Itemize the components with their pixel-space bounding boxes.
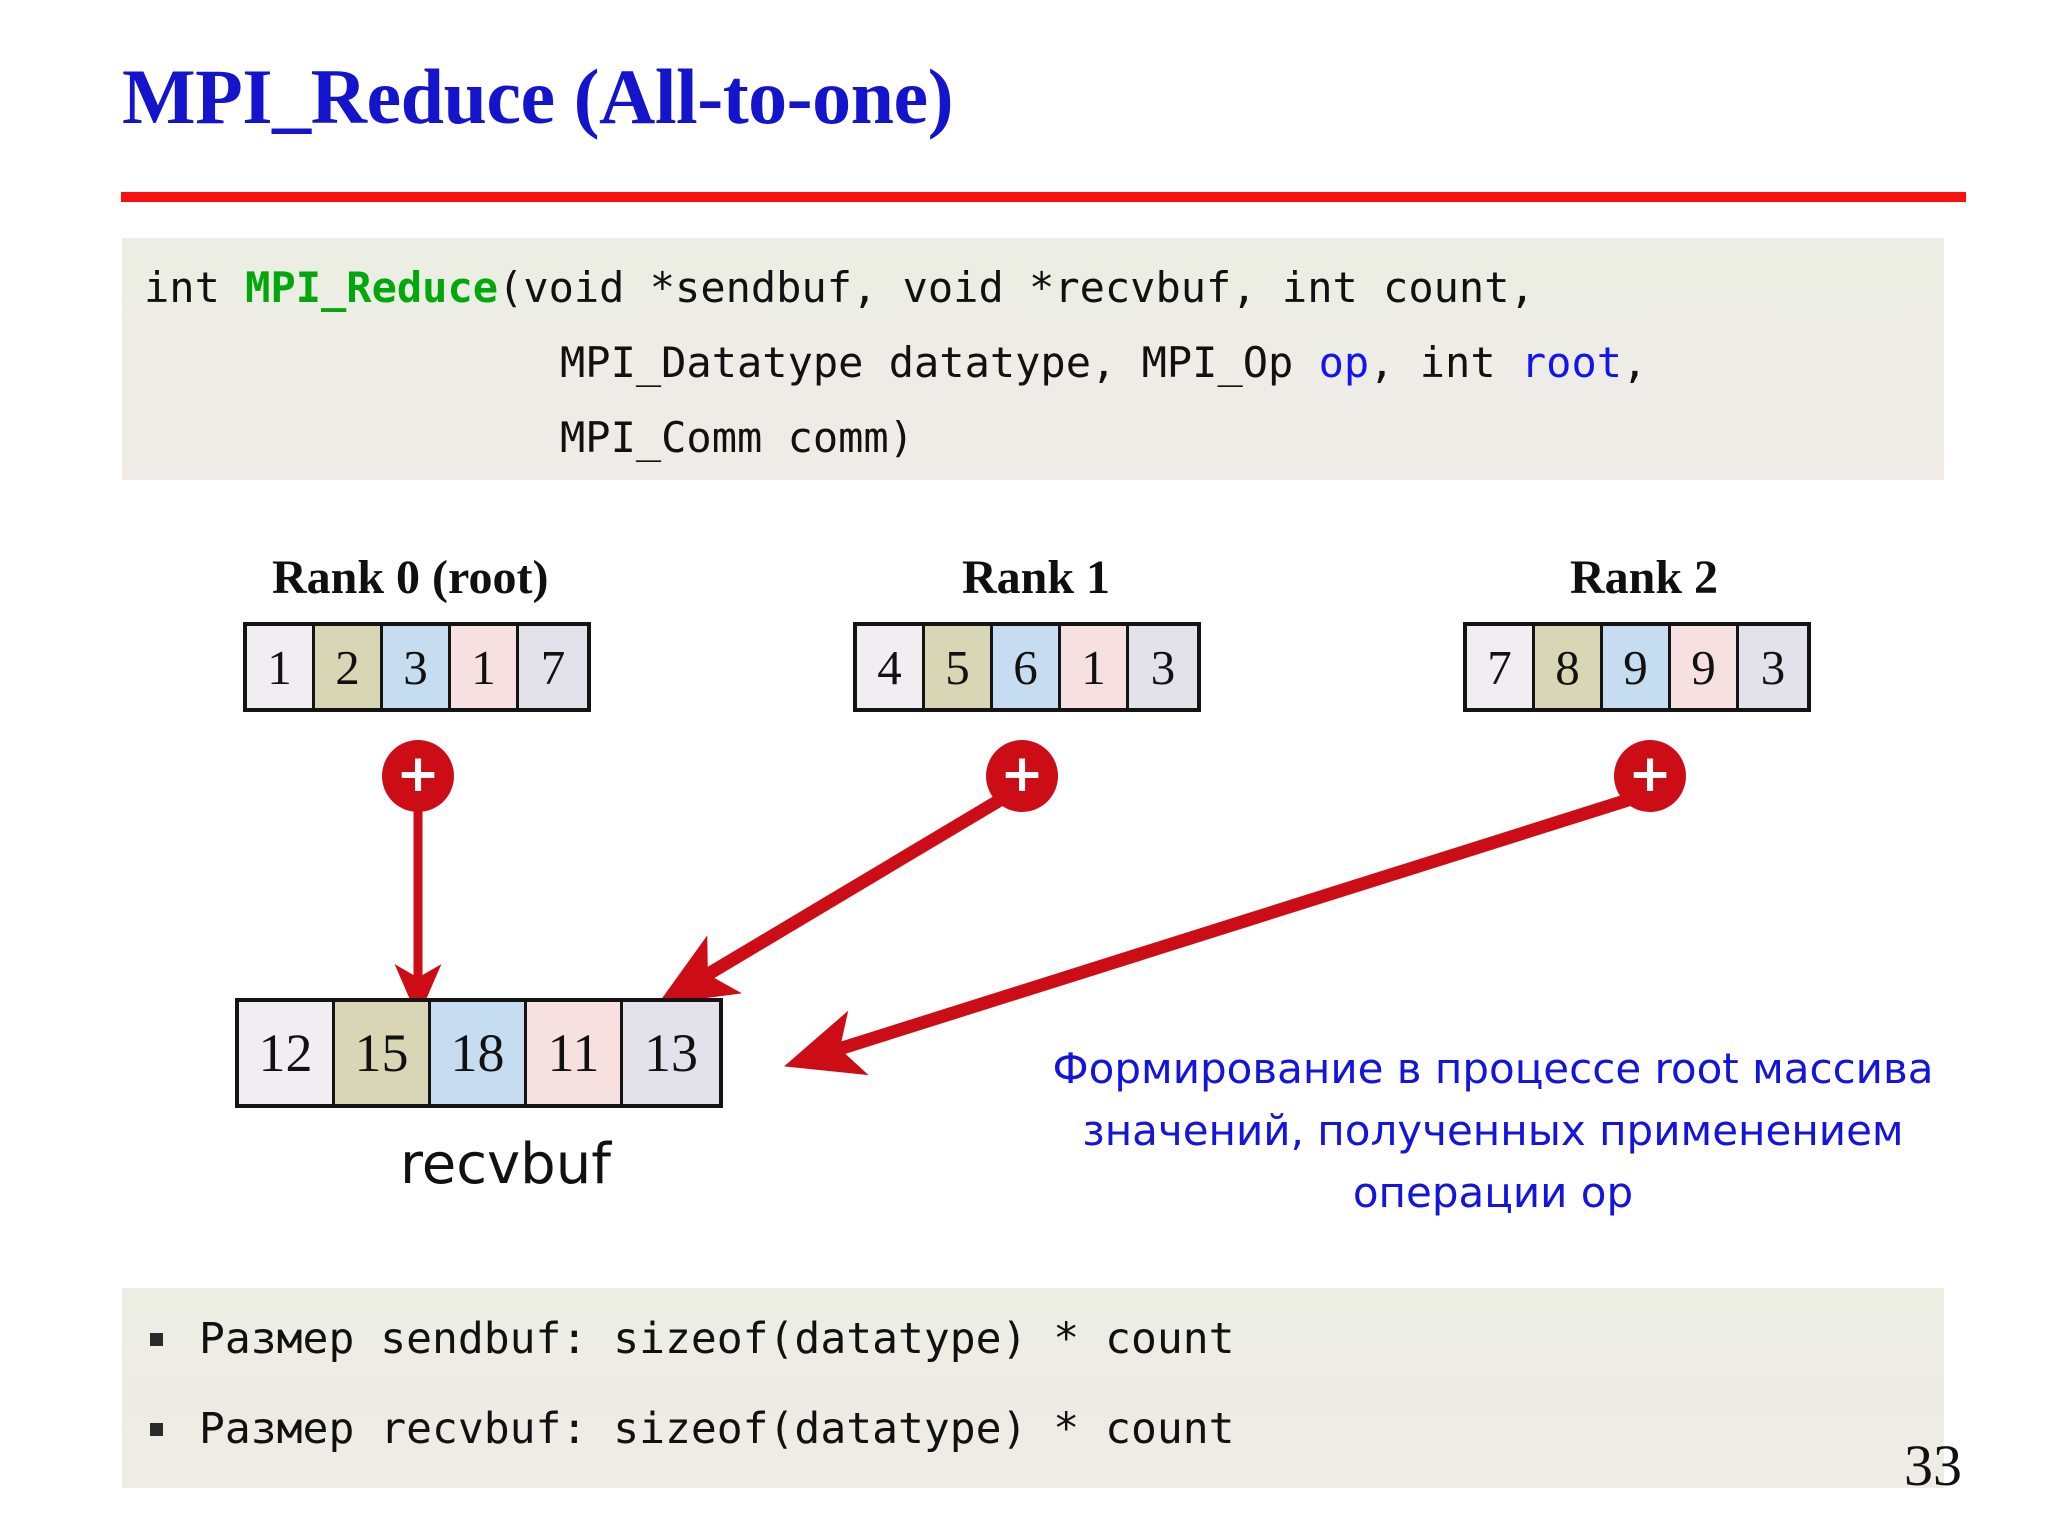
size-notes-box: Размер sendbuf: sizeof(datatype) * count… [122,1288,1944,1488]
rank-2-cell: 8 [1535,626,1603,708]
plus-operator-rank-0: + [382,740,454,812]
rank-1-label: Rank 1 [962,551,1111,604]
rank-2-cell: 9 [1603,626,1671,708]
rank-2-cell: 3 [1739,626,1807,708]
recvbuf-cell: 12 [239,1002,335,1104]
rank-1-cell: 6 [993,626,1061,708]
explanatory-note: Формирование в процессе root массива зна… [1052,1044,1934,1217]
recvbuf-cell: 11 [527,1002,623,1104]
signature-line-2-comma: , [1622,338,1648,387]
signature-function-name: MPI_Reduce [245,263,499,312]
signature-datatype-params: MPI_Datatype datatype, MPI_Op [560,338,1319,387]
rank-0-cell: 2 [315,626,383,708]
recvbuf-cell: 13 [623,1002,719,1104]
signature-int-keyword: int [144,263,246,312]
rank-0-cell: 3 [383,626,451,708]
rank-2-cell: 9 [1671,626,1739,708]
signature-line-1: int MPI_Reduce(void *sendbuf, void *recv… [122,250,1944,325]
title-divider-rule [121,192,1966,202]
rank-0-cell: 1 [247,626,315,708]
note-text: Размер recvbuf: sizeof(datatype) * count [199,1404,1235,1454]
rank-2-label: Rank 2 [1570,551,1719,604]
signature-line-1-params: (void *sendbuf, void *recvbuf, int count… [498,263,1535,312]
plus-icon: + [1628,744,1672,804]
plus-icon: + [396,744,440,804]
plus-operator-rank-2: + [1614,740,1686,812]
plus-operator-rank-1: + [986,740,1058,812]
rank-1-array: 4 5 6 1 3 [853,622,1201,712]
note-item-recvbuf-size: Размер recvbuf: sizeof(datatype) * count [150,1404,1944,1454]
rank-1-cell: 1 [1061,626,1129,708]
rank-2-array: 7 8 9 9 3 [1463,622,1811,712]
rank-0-cell: 7 [519,626,587,708]
signature-root-param: root [1520,338,1623,387]
recvbuf-cell: 18 [431,1002,527,1104]
rank-1-cell: 4 [857,626,925,708]
note-item-sendbuf-size: Размер sendbuf: sizeof(datatype) * count [150,1314,1944,1364]
recvbuf-cell: 15 [335,1002,431,1104]
signature-int-separator: , int [1369,338,1521,387]
function-signature-box: int MPI_Reduce(void *sendbuf, void *recv… [122,238,1944,480]
square-bullet-icon [150,1332,163,1346]
rank-2-cell: 7 [1467,626,1535,708]
rank-1-cell: 5 [925,626,993,708]
recvbuf-array: 12 15 18 11 13 [235,998,723,1108]
rank-0-label: Rank 0 (root) [272,551,549,604]
signature-op-param: op [1318,338,1370,387]
plus-icon: + [1000,744,1044,804]
reduce-diagram: Rank 0 (root) 1 2 3 1 7 + Rank 1 4 5 6 1… [0,500,2048,1280]
signature-line-3: MPI_Comm comm) [560,413,915,462]
square-bullet-icon [150,1422,163,1436]
rank-0-array: 1 2 3 1 7 [243,622,591,712]
signature-line-2: MPI_Datatype datatype, MPI_Op op, int ro… [122,325,1944,400]
recvbuf-label: recvbuf [400,1132,611,1197]
rank-1-cell: 3 [1129,626,1197,708]
rank-0-cell: 1 [451,626,519,708]
note-text: Размер sendbuf: sizeof(datatype) * count [199,1314,1235,1364]
page-number: 33 [1904,1433,1962,1498]
page-title: MPI_Reduce (All-to-one) [122,53,954,140]
